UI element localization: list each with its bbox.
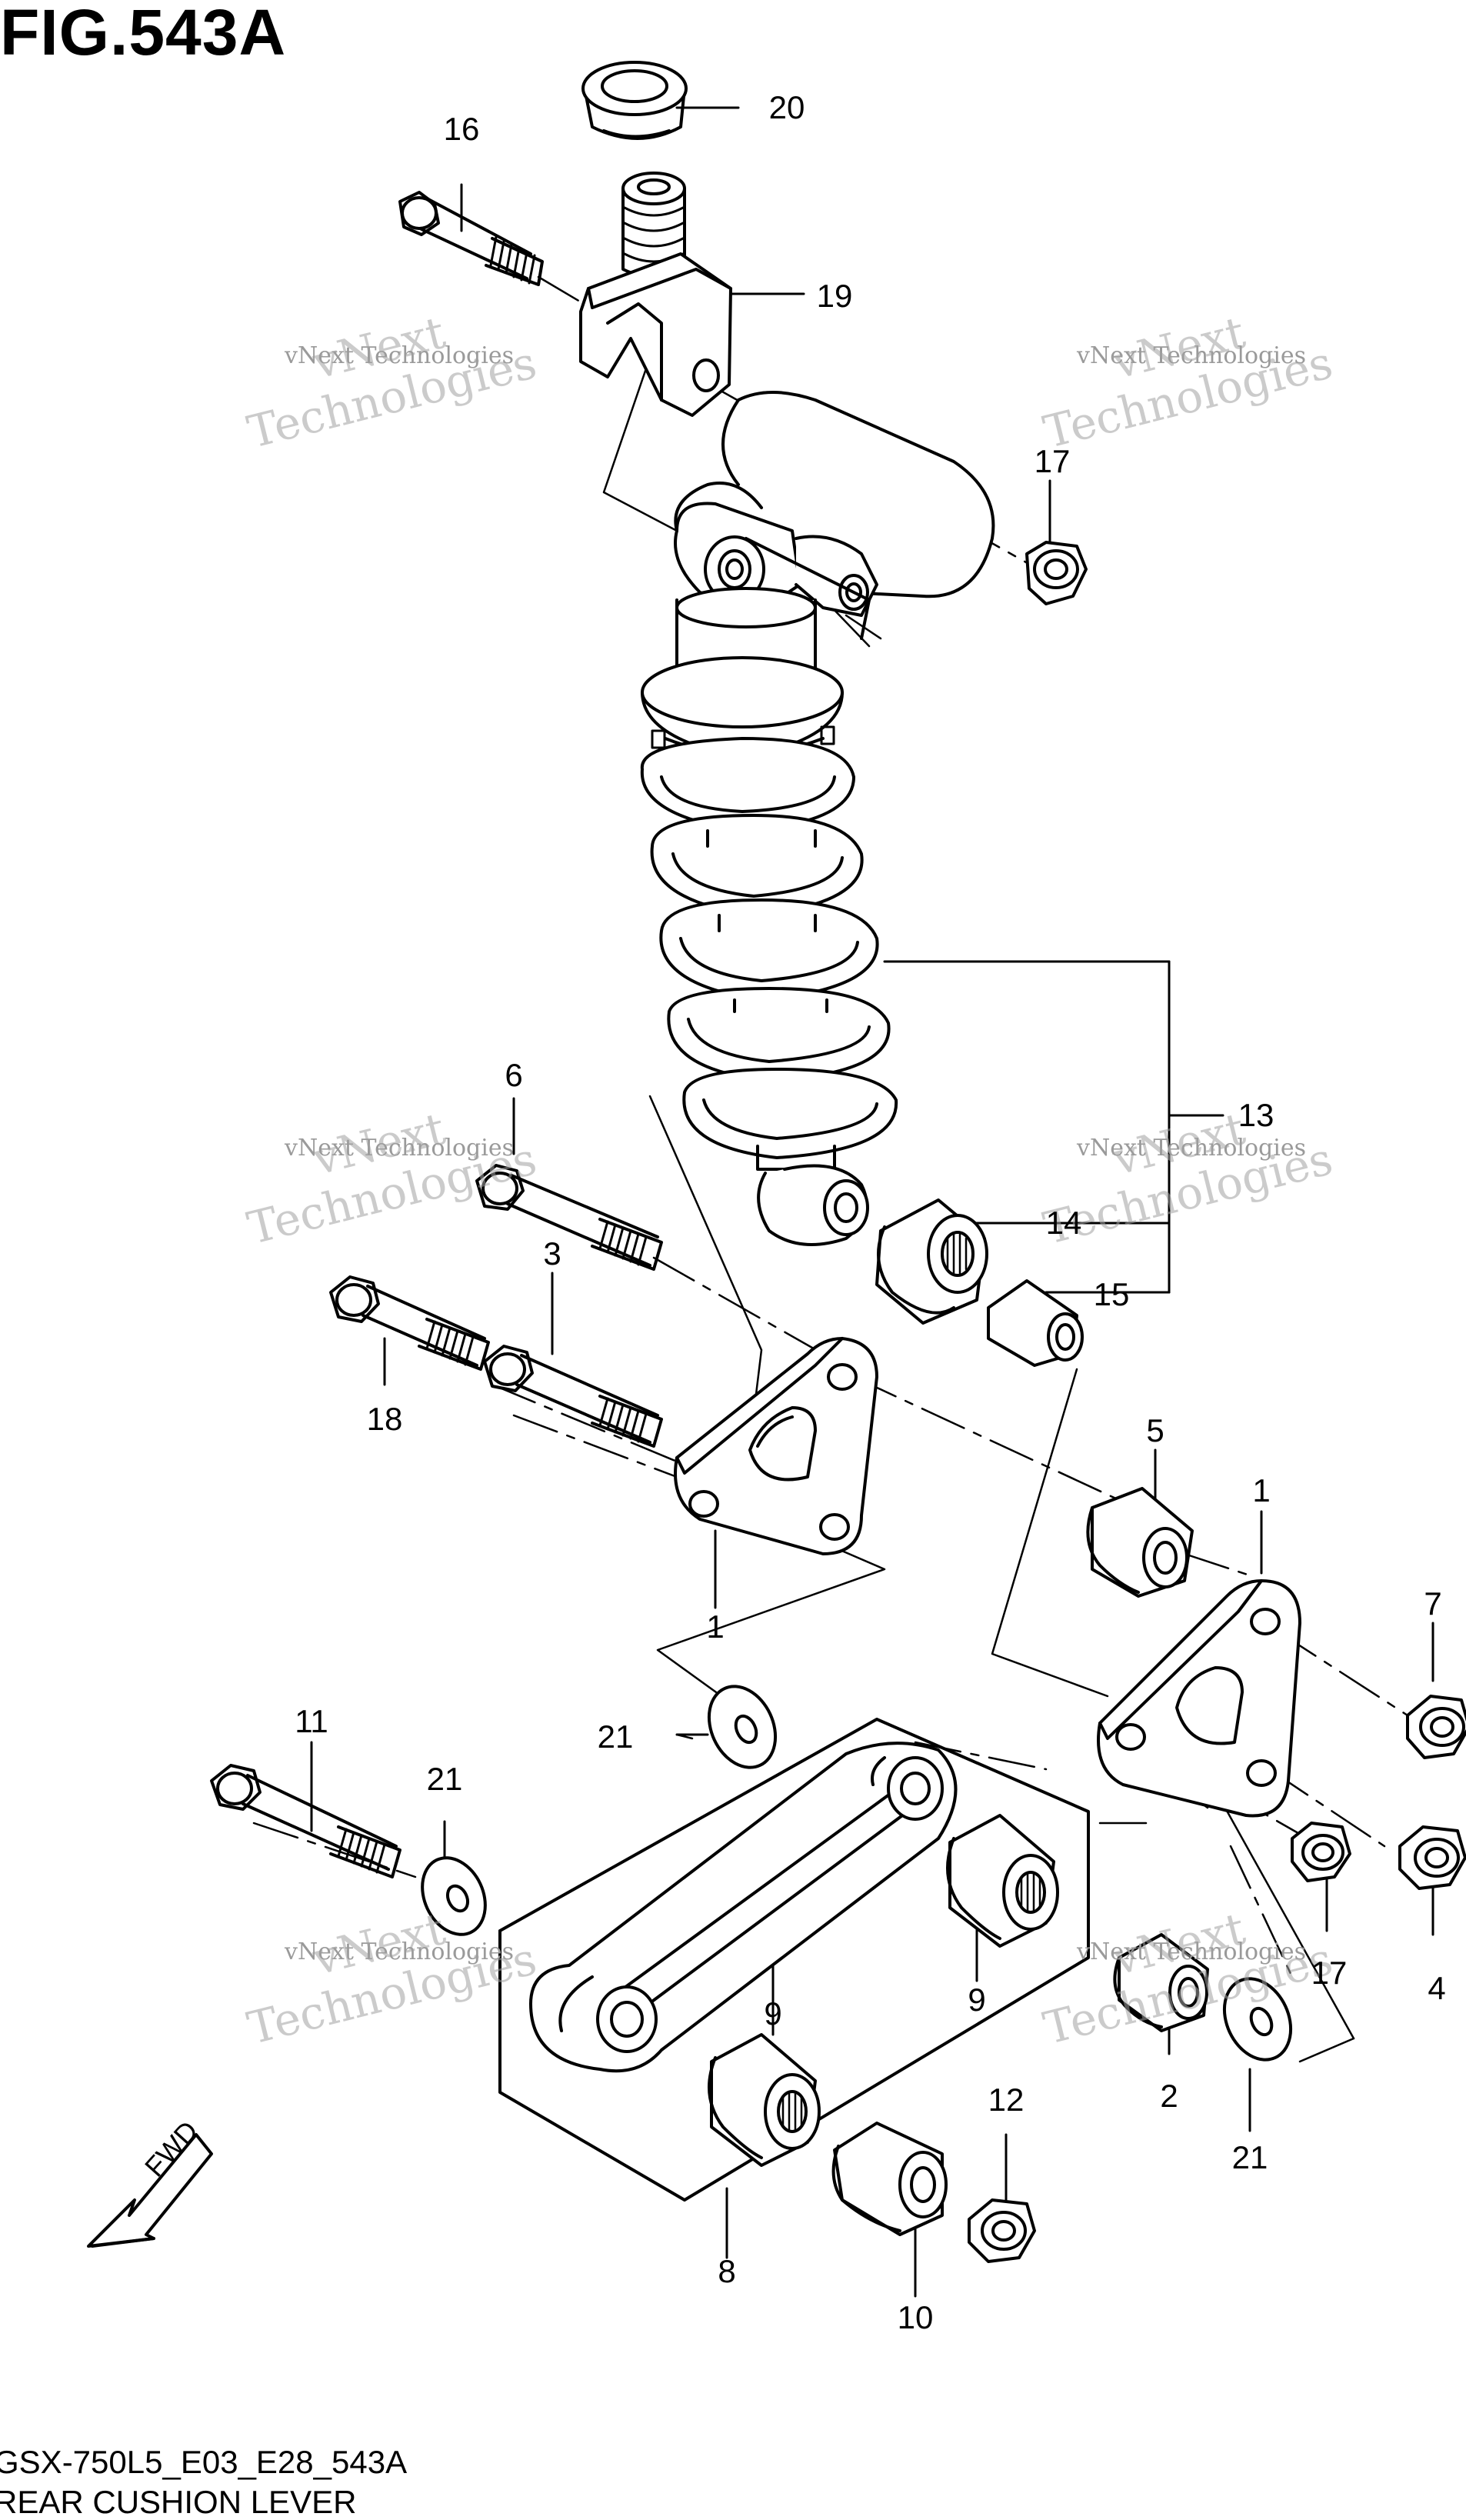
callout-12: 12 <box>988 2082 1025 2118</box>
callout-8: 8 <box>718 2253 736 2289</box>
callout-7: 7 <box>1424 1585 1442 1622</box>
part-6-bolt <box>475 1164 663 1271</box>
callout-18: 18 <box>366 1401 403 1437</box>
part-17-nut-lower <box>1291 1822 1351 1882</box>
callout-16: 16 <box>443 111 480 147</box>
part-9-bearing-lower <box>708 2033 821 2167</box>
part-3-bolt <box>483 1345 663 1448</box>
part-12-nut <box>968 2198 1036 2263</box>
part-19-upper-bracket <box>579 172 732 417</box>
part-21-washer-left <box>421 1856 487 1936</box>
part-16-bolt <box>398 191 544 286</box>
part-11-bolt <box>210 1764 401 1878</box>
callout-21: 21 <box>426 1761 463 1797</box>
part-8-cushion-lever <box>529 1742 958 2073</box>
part-1-link-plate-right <box>1097 1579 1301 1818</box>
model-code: GSX-750L5_E03_E28_543A <box>0 2444 408 2480</box>
callout-2: 2 <box>1160 2078 1178 2114</box>
callout-20: 20 <box>768 89 805 125</box>
figure-caption: REAR CUSHION LEVER <box>0 2484 357 2520</box>
callout-1: 1 <box>1252 1472 1271 1508</box>
callout-1: 1 <box>706 1608 725 1645</box>
callout-21: 21 <box>1231 2139 1268 2175</box>
part-7-nut <box>1406 1695 1466 1759</box>
part-21-washer-right <box>1222 1977 1293 2062</box>
part-4-nut <box>1398 1825 1466 1890</box>
leader-lines <box>310 106 1434 2298</box>
callout-6: 6 <box>505 1057 523 1093</box>
callout-9: 9 <box>764 1995 782 2032</box>
part-5-collar <box>1086 1487 1194 1598</box>
part-17-nut-upper <box>1025 541 1088 605</box>
callout-15: 15 <box>1093 1276 1130 1312</box>
callout-3: 3 <box>543 1235 561 1272</box>
part-10-collar <box>831 2122 948 2236</box>
callout-11: 11 <box>295 1703 328 1739</box>
part-13-rear-shock-absorber <box>640 482 898 1246</box>
callout-17: 17 <box>1034 443 1071 479</box>
part-1-link-plate-left <box>674 1337 878 1555</box>
callout-14: 14 <box>1045 1205 1082 1241</box>
callout-13: 13 <box>1238 1097 1274 1133</box>
callout-17: 17 <box>1311 1955 1348 1991</box>
part-14-bearing <box>875 1198 988 1325</box>
callout-10: 10 <box>897 2299 934 2335</box>
part-15-spacer <box>987 1279 1084 1367</box>
part-20-adjuster-nut <box>581 61 688 140</box>
callout-4: 4 <box>1428 1970 1446 2006</box>
callout-5: 5 <box>1146 1412 1164 1448</box>
figure-title: FIG.543A <box>0 0 287 68</box>
part-8-cushion-lever-outline <box>498 1718 1090 2202</box>
part-21-washer-top <box>707 1685 778 1769</box>
callout-9: 9 <box>968 1982 986 2018</box>
callout-19: 19 <box>816 278 853 314</box>
part-9-bearing-upper <box>946 1814 1059 1948</box>
callout-21: 21 <box>597 1718 634 1755</box>
part-18-bolt <box>329 1275 490 1371</box>
part-2-collar <box>1113 1933 1209 2032</box>
fwd-arrow-icon <box>87 2133 213 2248</box>
